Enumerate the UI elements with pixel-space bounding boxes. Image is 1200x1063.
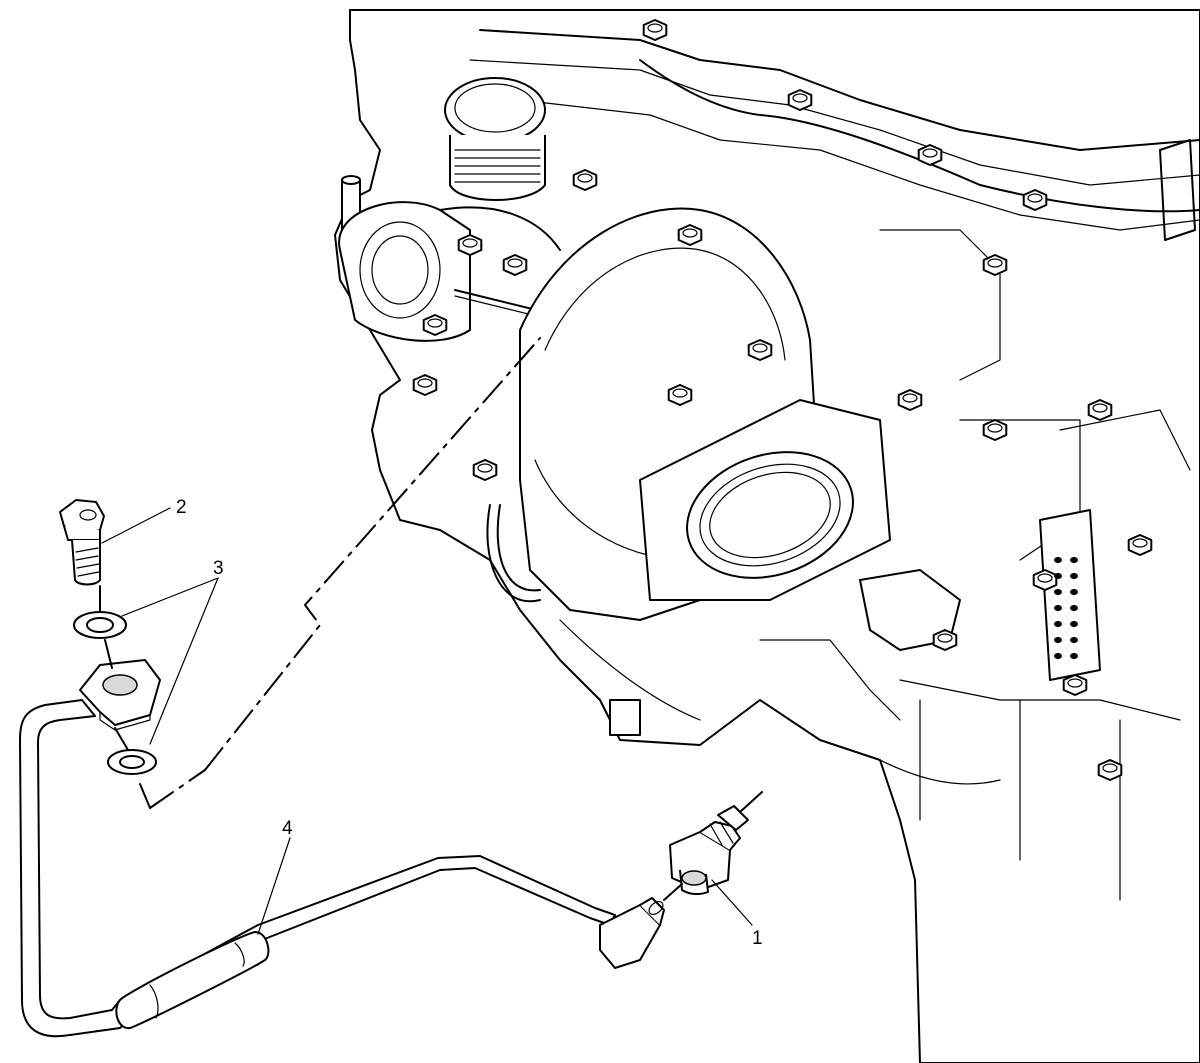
sealing-washer-upper (73, 611, 127, 639)
hex-bolt (982, 419, 1008, 441)
bracket-hole (1070, 557, 1078, 563)
bracket-hole (1070, 573, 1078, 579)
oil-filter-housing (444, 77, 546, 201)
callout-3: 3 (213, 558, 224, 579)
oil-pressure-sensor (669, 805, 749, 896)
engine-block (334, 9, 1200, 1063)
hex-bolt (747, 339, 773, 361)
sealing-washer-lower (107, 749, 157, 775)
hex-bolt (1127, 534, 1153, 556)
bracket-hole (1070, 653, 1078, 659)
bracket-hole (1054, 637, 1062, 643)
engine-bolts (412, 19, 1153, 781)
bracket-hole (1054, 621, 1062, 627)
oil-feed-pipe (19, 699, 616, 1038)
bracket-hole (1054, 573, 1062, 579)
callout-1: 1 (752, 928, 763, 949)
callout-2: 2 (176, 497, 187, 518)
hex-bolt (412, 374, 438, 396)
hex-bolt (457, 234, 483, 256)
callout-4: 4 (282, 818, 293, 839)
hex-bolt (422, 314, 448, 336)
banjo-fitting (79, 659, 161, 731)
bracket-hole (1070, 605, 1078, 611)
bracket-holes (1054, 557, 1078, 659)
turbo-housing (338, 201, 561, 342)
hex-bolt (897, 389, 923, 411)
hex-bolt (677, 224, 703, 246)
hex-bolt (1032, 569, 1058, 591)
hex-bolt (502, 254, 528, 276)
bracket-hole (1054, 589, 1062, 595)
hex-bolt (1022, 189, 1048, 211)
leader-lines (99, 337, 763, 935)
hex-bolt (932, 629, 958, 651)
bracket-hole (1070, 589, 1078, 595)
hex-bolt (917, 144, 943, 166)
hex-bolt (667, 384, 693, 406)
bracket-hole (1054, 653, 1062, 659)
pipe-end-fitting (599, 897, 665, 969)
bracket-hole (1054, 605, 1062, 611)
hex-bolt (982, 254, 1008, 276)
bracket-hole (1070, 621, 1078, 627)
hex-bolt (1097, 759, 1123, 781)
bracket-hole (1070, 637, 1078, 643)
hex-bolt (787, 89, 813, 111)
hex-bolt (642, 19, 668, 41)
hex-bolt (1062, 674, 1088, 696)
throttle-opening (639, 399, 891, 601)
hex-bolt (572, 169, 598, 191)
callouts: 2 3 4 1 (176, 497, 763, 949)
hex-bolt (1087, 399, 1113, 421)
hex-bolt (472, 459, 498, 481)
banjo-bolt (59, 499, 105, 586)
bracket-hole (1054, 557, 1062, 563)
